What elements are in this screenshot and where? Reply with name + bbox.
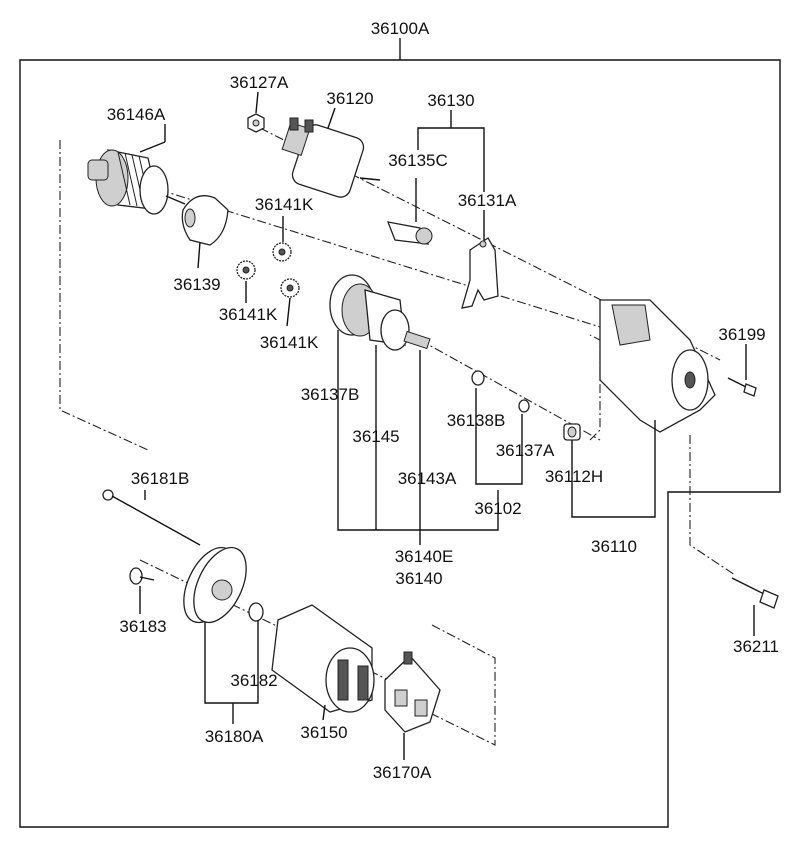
screw-36183-part — [129, 567, 155, 585]
label-lever-set: 36130 — [427, 91, 474, 110]
label-shaft-asm-code: 36140E — [395, 547, 454, 566]
planet-gear-right — [280, 278, 300, 298]
label-yoke: 36150 — [300, 723, 347, 742]
clutch-pinion-part — [329, 274, 431, 351]
planet-gear-left — [236, 260, 256, 280]
label-pinion: 36145 — [352, 427, 399, 446]
label-gear-right: 36141K — [260, 333, 319, 352]
ring-1-part — [471, 370, 485, 386]
through-bolt-part — [102, 489, 201, 546]
housing-part — [599, 299, 716, 433]
label-plunger: 36135C — [388, 151, 448, 170]
label-housing: 36110 — [591, 537, 637, 556]
solenoid-part — [281, 117, 381, 198]
label-shaft: 36143A — [398, 469, 457, 488]
label-solenoid: 36120 — [326, 89, 373, 108]
nut-part — [247, 113, 265, 133]
label-bushing: 36112H — [545, 467, 603, 486]
label-assembly: 36100A — [371, 19, 430, 38]
mount-bolt-part — [731, 577, 779, 609]
label-brush-holder: 36170A — [373, 763, 432, 782]
yoke-part — [271, 604, 375, 713]
label-plate: 36139 — [173, 275, 220, 294]
planet-gear-top — [272, 242, 292, 262]
label-end-bushing: 36182 — [230, 671, 277, 690]
lever-part — [461, 237, 499, 309]
leader-lines — [139, 91, 755, 760]
label-gear-top: 36141K — [255, 195, 314, 214]
bushing-part — [563, 423, 581, 441]
end-frame-part — [183, 546, 247, 624]
label-stop-kit: 36102 — [474, 499, 521, 518]
label-lever: 36131A — [458, 191, 517, 210]
label-mount-bolt: 36211 — [733, 637, 779, 656]
ring-2-part — [518, 399, 530, 413]
end-bushing-part — [248, 602, 264, 622]
label-shaft-asm: 36140 — [395, 569, 442, 588]
label-nut: 36127A — [230, 73, 289, 92]
label-through-bolt: 36181B — [131, 469, 190, 488]
label-screw-36183: 36183 — [119, 617, 166, 636]
plunger-part — [386, 221, 433, 245]
label-screw-36199: 36199 — [718, 325, 765, 344]
label-gear-left: 36141K — [219, 305, 278, 324]
brush-holder-part — [384, 651, 441, 733]
label-armature: 36146A — [107, 105, 166, 124]
armature-part — [87, 149, 186, 215]
label-clutch: 36137B — [301, 385, 360, 404]
label-ring-1: 36138B — [447, 411, 506, 430]
assembly-frame — [19, 59, 781, 828]
plate-part — [181, 195, 229, 246]
label-end-frame: 36180A — [205, 727, 264, 746]
label-ring-2: 36137A — [496, 441, 555, 460]
screw-36199-part — [727, 377, 757, 397]
